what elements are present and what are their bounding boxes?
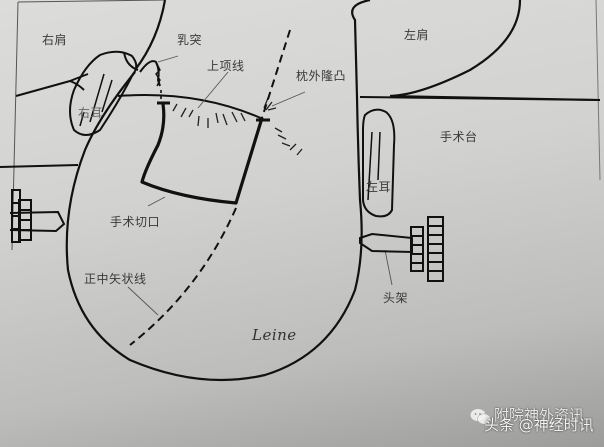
head-holder-right (359, 216, 444, 282)
label-mastoid: 乳突 (177, 33, 203, 47)
label-external-occipital-protuberance: 枕外隆凸 (296, 69, 347, 83)
label-left-ear: 左耳 (366, 180, 392, 194)
label-midsagittal-line: 正中矢状线 (84, 272, 147, 286)
head-outline (65, 71, 363, 382)
watermark: 附院神外资讯 头条 @神经时讯 (470, 406, 600, 436)
head-holder-left (9, 189, 66, 243)
nuchal-line-hatching (172, 97, 303, 156)
table-lower-edge (0, 164, 79, 168)
table-edge-left (117, 94, 266, 121)
left-ear (362, 108, 396, 218)
label-head-holder: 头架 (383, 291, 409, 305)
label-surgical-incision: 手术切口 (110, 215, 161, 229)
neck-right-outline (134, 0, 167, 71)
watermark-source-text: 附院神外资讯 (494, 406, 585, 424)
surgical-incision-line (140, 103, 264, 205)
mastoid-outline (139, 60, 161, 87)
right-ear (69, 50, 139, 136)
wechat-icon (470, 409, 491, 425)
left-shoulder-outline (389, 0, 522, 98)
artist-signature: Leine (252, 326, 297, 344)
watermark-account-text: 头条 @神经时讯 (484, 416, 594, 434)
label-right-shoulder: 右肩 (42, 33, 68, 47)
page-border-top (17, 0, 166, 3)
label-operating-table: 手术台 (440, 130, 478, 144)
midsagittal-line-upper (261, 29, 291, 119)
page-border-right (595, 0, 601, 181)
label-leader-lines (127, 55, 393, 316)
label-superior-nuchal-line: 上项线 (207, 59, 245, 73)
label-right-ear: 右耳 (78, 106, 104, 120)
label-left-shoulder: 左肩 (404, 28, 430, 42)
